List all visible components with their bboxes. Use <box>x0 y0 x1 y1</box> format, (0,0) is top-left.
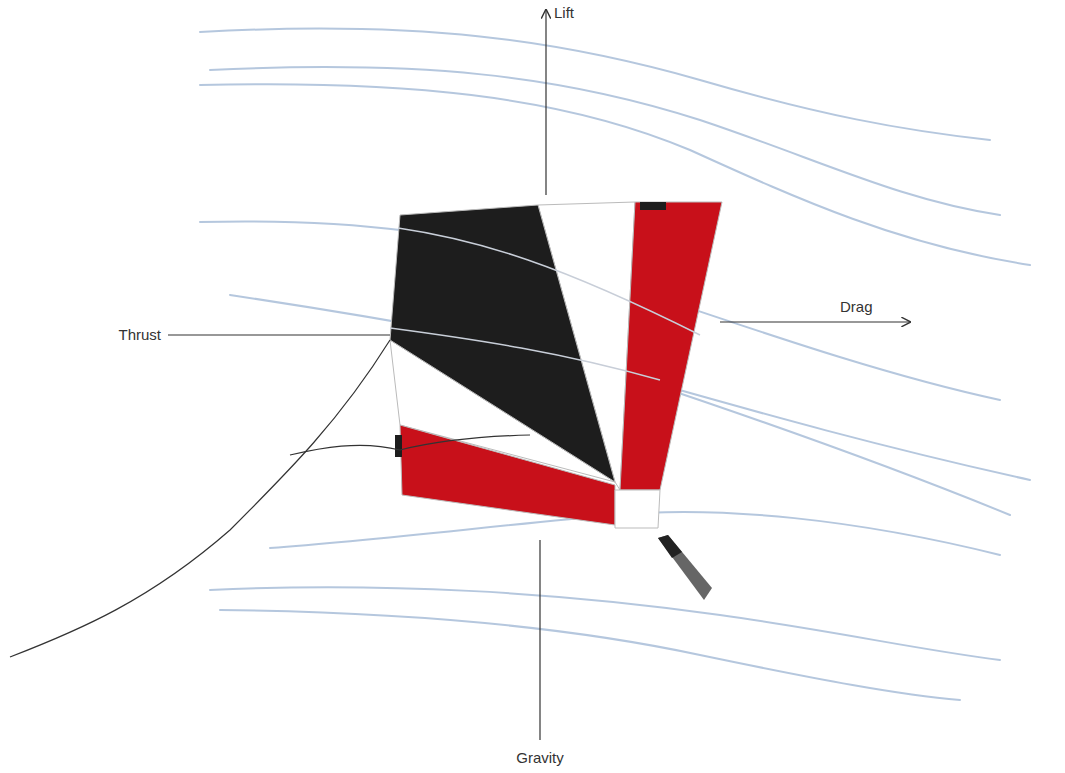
force-arrows <box>168 10 910 740</box>
force-label: Drag <box>838 298 875 316</box>
airflow-lines <box>200 29 1030 700</box>
force-label: Thrust <box>116 326 163 344</box>
tether-line <box>10 340 530 657</box>
tail <box>658 535 712 600</box>
kite-body <box>390 202 722 528</box>
force-label: Gravity <box>514 749 566 767</box>
force-label: Lift <box>552 4 576 22</box>
kite-spars <box>390 228 700 380</box>
